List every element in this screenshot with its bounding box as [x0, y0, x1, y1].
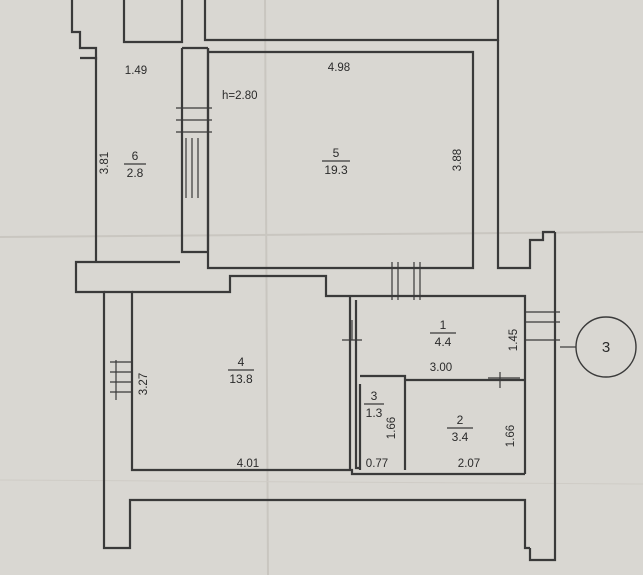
- paper-fold-horizontal: [0, 231, 643, 238]
- dim-r5-height: 3.88: [452, 149, 464, 171]
- room-5: 5 19.3 4.98 3.88: [322, 62, 464, 177]
- room-area: 3.4: [452, 430, 469, 444]
- door-marks-lower: [110, 262, 560, 400]
- paper-crease: [0, 479, 643, 485]
- dim-r2-width: 2.07: [458, 458, 480, 470]
- room-2: 2 3.4 2.07 1.66: [447, 413, 517, 470]
- dim-r6-height: 3.81: [99, 152, 111, 174]
- room-number: 2: [457, 413, 464, 427]
- room-area: 2.8: [127, 166, 144, 180]
- dim-r1-width: 3.00: [430, 362, 452, 374]
- room-number: 4: [238, 355, 245, 369]
- room-area: 13.8: [229, 372, 253, 386]
- dim-r4-width: 4.01: [237, 458, 259, 470]
- balcony-number: 3: [602, 339, 610, 356]
- dim-r6-width: 1.49: [125, 65, 147, 77]
- room-1: 1 4.4 3.00 1.45: [430, 318, 520, 374]
- room-6: 6 2.8 1.49 3.81: [99, 65, 147, 180]
- room-number: 5: [333, 146, 340, 160]
- room-number: 6: [132, 149, 139, 163]
- room-area: 1.3: [366, 406, 383, 420]
- dim-r5-width: 4.98: [328, 62, 350, 74]
- upper-walls: [70, 0, 557, 562]
- dim-r2-height: 1.66: [505, 425, 517, 447]
- room-4: 4 13.8 3.27 4.01: [138, 355, 259, 470]
- lower-walls: [102, 274, 530, 550]
- room-number: 1: [440, 318, 447, 332]
- room-area: 19.3: [324, 163, 348, 177]
- dim-r4-height: 3.27: [138, 373, 150, 395]
- room-3: 3 1.3 1.66 0.77: [364, 389, 398, 470]
- door-hatch-6-5: [176, 107, 212, 198]
- dim-r3-width: 0.77: [366, 458, 388, 470]
- dim-r3-height: 1.66: [386, 417, 398, 439]
- room-number: 3: [371, 389, 378, 403]
- ceiling-height-label: h=2.80: [222, 90, 258, 102]
- paper-fold-vertical: [264, 0, 269, 575]
- dim-r1-height: 1.45: [508, 329, 520, 351]
- room-area: 4.4: [435, 335, 452, 349]
